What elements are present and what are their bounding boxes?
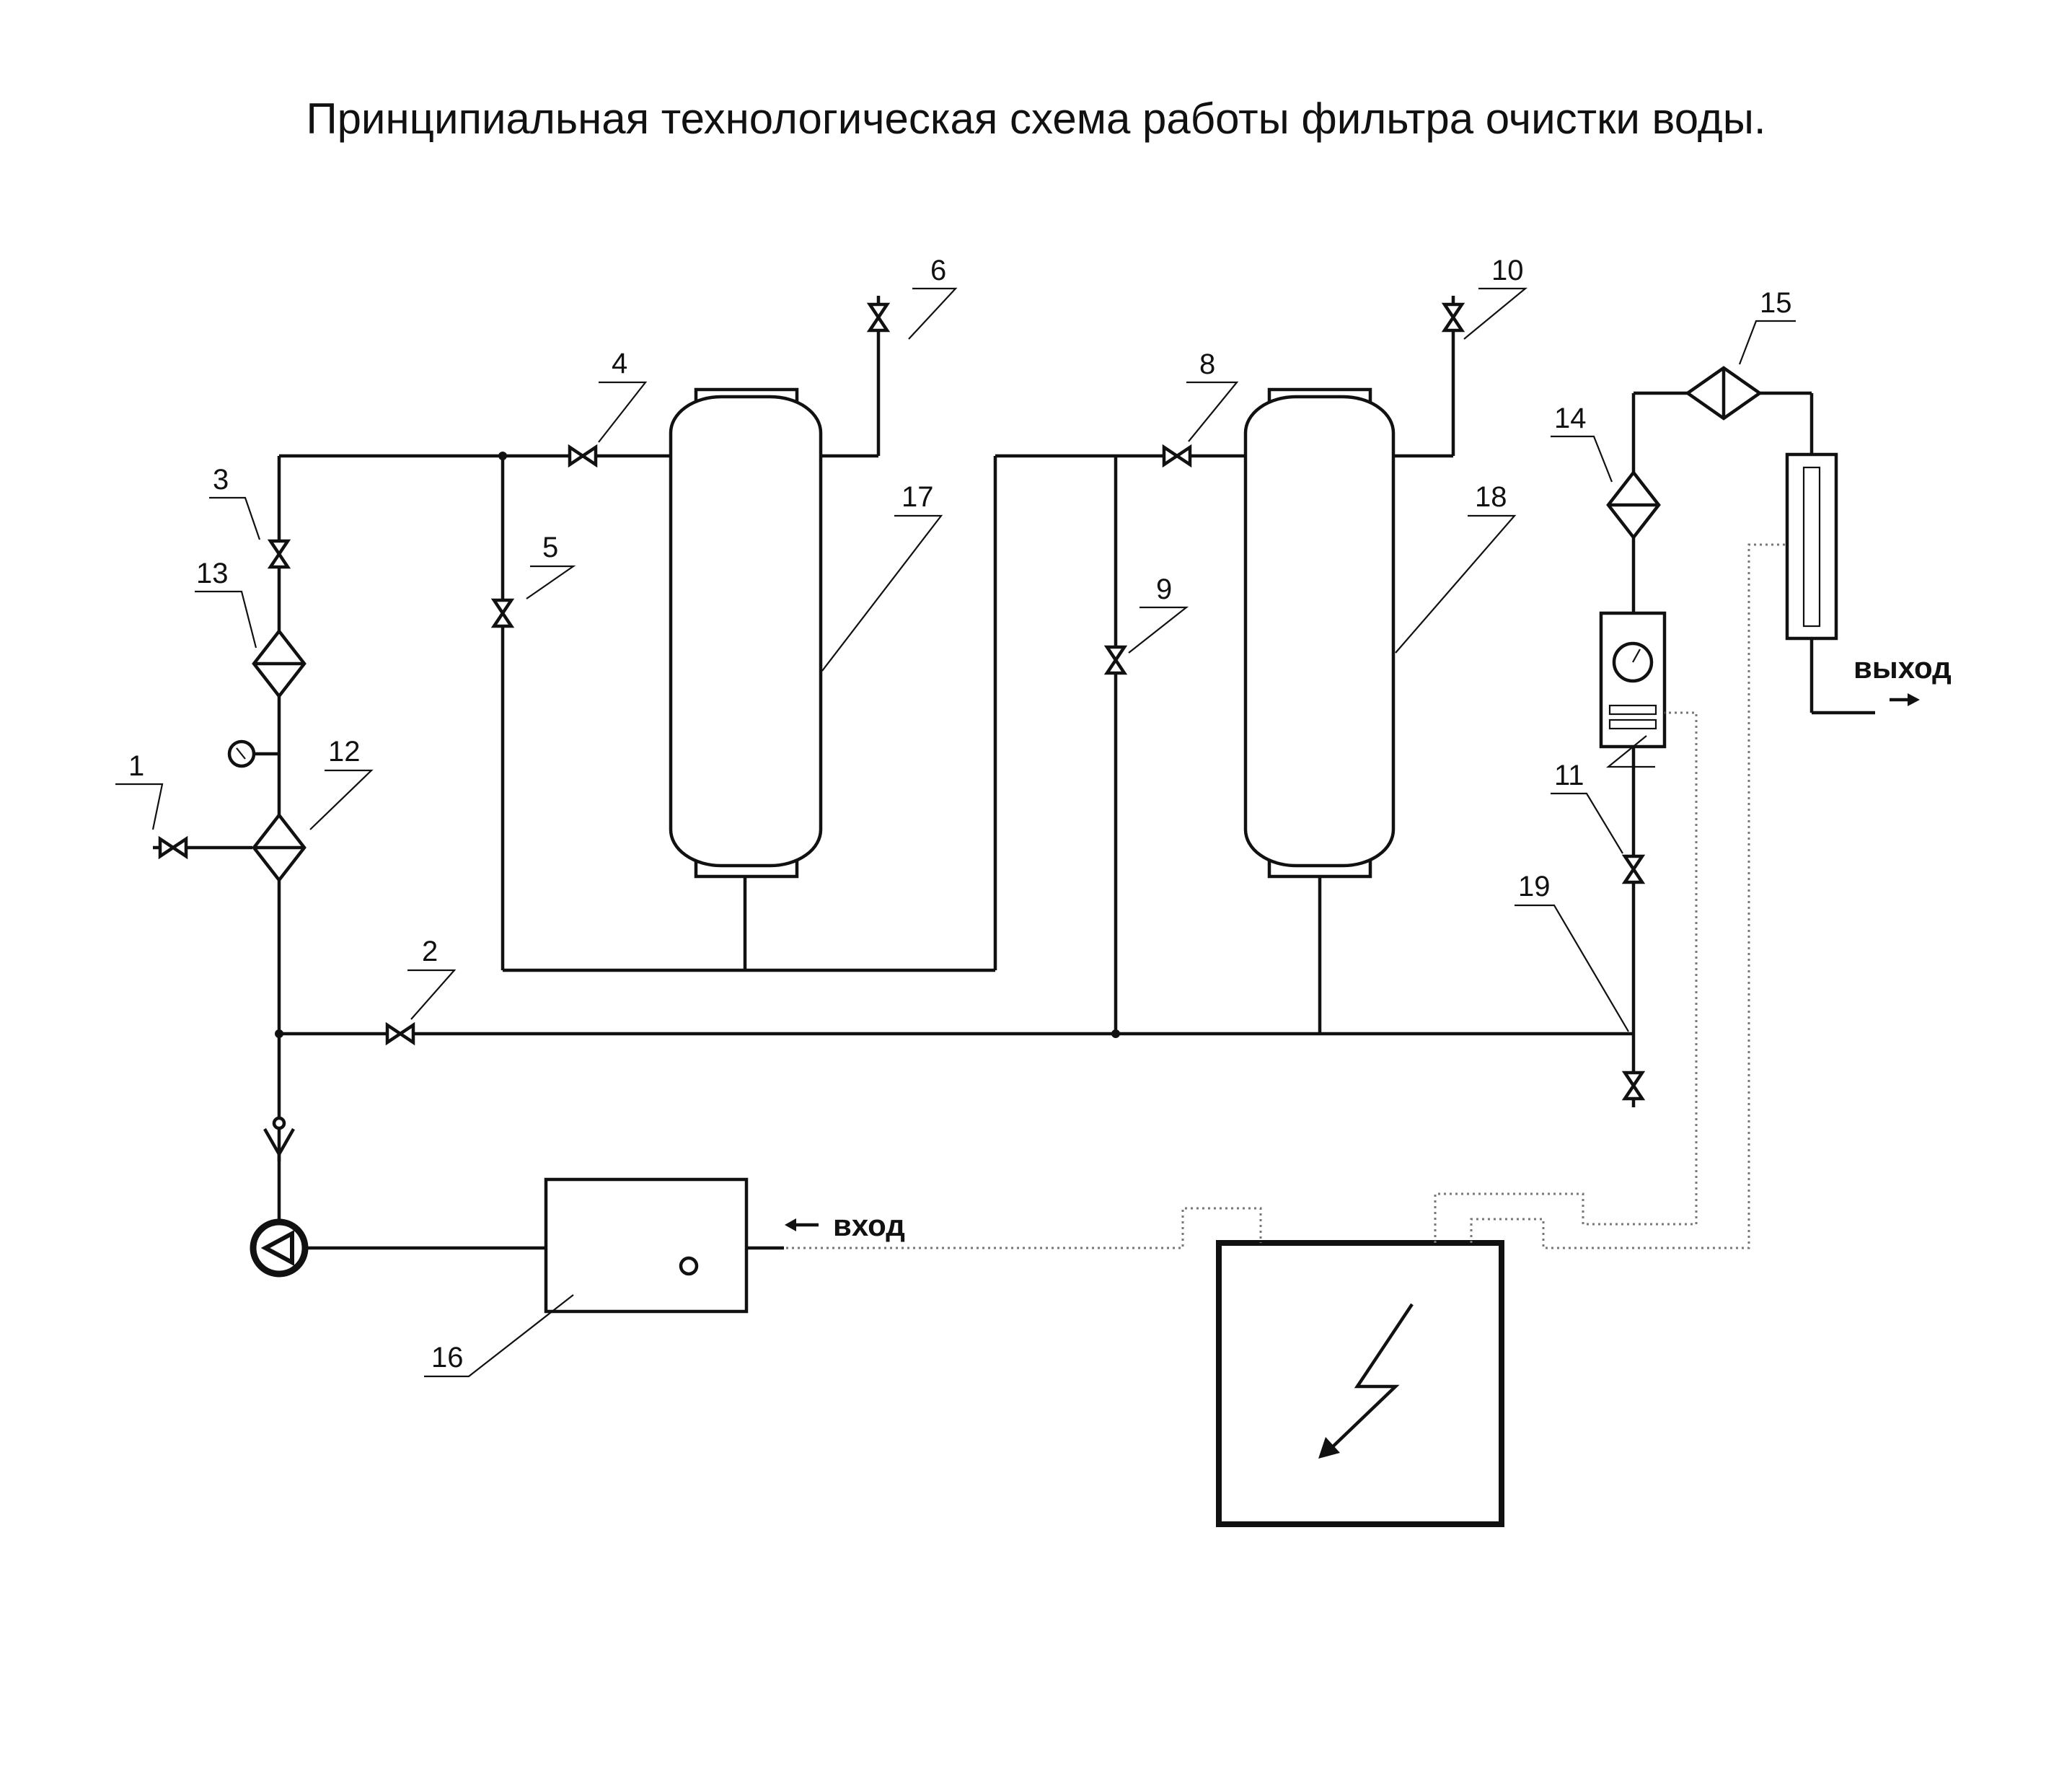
label-1: 1: [128, 750, 144, 782]
label-13: 13: [196, 558, 229, 589]
valve-icon: [1621, 854, 1646, 884]
label-3: 3: [213, 464, 229, 496]
label-6: 6: [930, 255, 946, 286]
valve-icon: [1621, 1071, 1646, 1101]
valve-icon: [158, 835, 188, 860]
check-valve-icon: [263, 1116, 295, 1158]
label-5: 5: [542, 532, 558, 563]
inlet-label: вход: [833, 1208, 905, 1242]
valve-icon: [267, 539, 291, 569]
label-8: 8: [1199, 348, 1215, 380]
filter-icon: [252, 812, 307, 883]
outlet-label: выход: [1853, 651, 1952, 685]
valve-icon: [568, 444, 598, 468]
valve-icon: [866, 302, 891, 333]
tank-17: [669, 387, 823, 879]
tank-16: [544, 1177, 749, 1314]
filter-icon: [1606, 470, 1661, 540]
label-2: 2: [422, 936, 438, 967]
junction-dots: [275, 452, 1120, 1038]
label-19: 19: [1518, 871, 1551, 902]
label-18: 18: [1475, 481, 1507, 513]
valve-icon: [385, 1021, 415, 1046]
label-15: 15: [1760, 287, 1792, 319]
leader-lines: [115, 287, 1796, 1378]
page-title: Принципиальная технологическая схема раб…: [306, 94, 1766, 143]
lightning-icon: [1318, 1303, 1414, 1459]
pump-icon: [250, 1218, 309, 1278]
label-14: 14: [1554, 403, 1587, 434]
label-4: 4: [612, 348, 627, 379]
filter-icon: [252, 628, 307, 699]
label-12: 12: [328, 736, 361, 768]
label-17: 17: [901, 481, 934, 513]
label-10: 10: [1491, 255, 1524, 286]
rotameter: [1785, 452, 1838, 641]
filter-icon: [1685, 366, 1763, 421]
valve-icon: [1103, 645, 1128, 675]
inlet-arrow-icon: [785, 1218, 819, 1231]
label-11: 11: [1554, 760, 1584, 791]
outlet-arrow-icon: [1890, 693, 1920, 706]
valve-icon: [490, 598, 515, 628]
signal-lines: [786, 543, 1787, 1249]
valve-icon: [1441, 302, 1465, 333]
piping: [153, 296, 1875, 1259]
flow-meter: [1599, 611, 1667, 749]
tank-18: [1243, 387, 1396, 879]
pressure-gauge-icon: [227, 739, 256, 768]
label-9: 9: [1156, 573, 1172, 605]
label-16: 16: [431, 1342, 464, 1373]
valve-icon: [1162, 444, 1192, 468]
